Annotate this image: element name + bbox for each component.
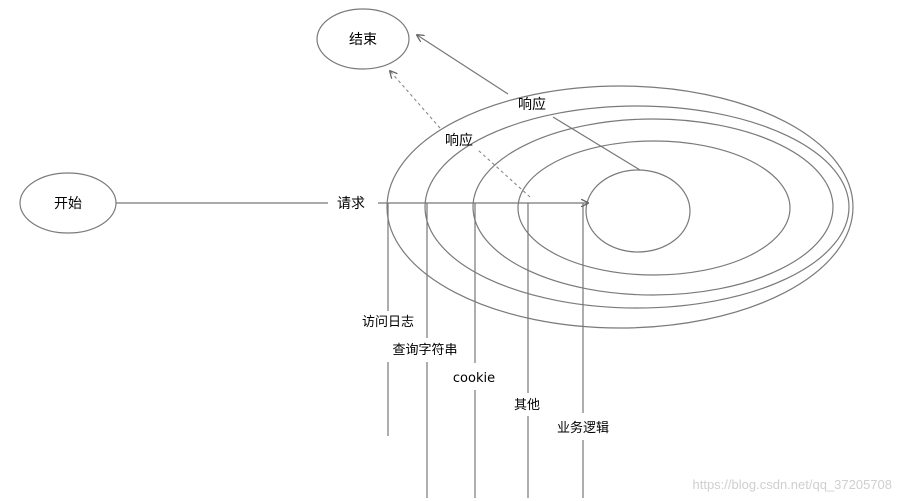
- ring-other: [517, 140, 791, 276]
- layer-label-access-log: 访问日志: [362, 315, 414, 330]
- start-node: 开始: [19, 172, 117, 234]
- ring-access-log: [386, 85, 854, 329]
- start-label: 开始: [54, 196, 82, 212]
- layer-label-business-logic: 业务逻辑: [557, 420, 609, 436]
- layer-label-cookie: cookie: [453, 371, 495, 386]
- request-label: 请求: [337, 196, 365, 212]
- layer-label-query-string: 查询字符串: [392, 342, 457, 358]
- layer-lines: [387, 203, 584, 498]
- watermark-text: https://blog.csdn.net/qq_37205708: [693, 477, 893, 492]
- layer-rings: [386, 85, 854, 329]
- response-outer-label: 响应: [518, 96, 546, 113]
- ring-query-string: [424, 105, 850, 309]
- ring-cookie: [472, 118, 834, 296]
- layer-label-other: 其他: [514, 398, 540, 413]
- layer-labels: 访问日志 查询字符串 cookie 其他 业务逻辑: [362, 315, 609, 436]
- ring-business-logic: [585, 169, 691, 253]
- request-edge: 请求: [116, 196, 588, 212]
- response-inner-label: 响应: [445, 132, 473, 149]
- response-edge-inner: 响应: [390, 71, 531, 198]
- end-node: 结束: [316, 8, 410, 70]
- response-edge-outer: 响应: [417, 35, 641, 171]
- end-label: 结束: [349, 32, 377, 48]
